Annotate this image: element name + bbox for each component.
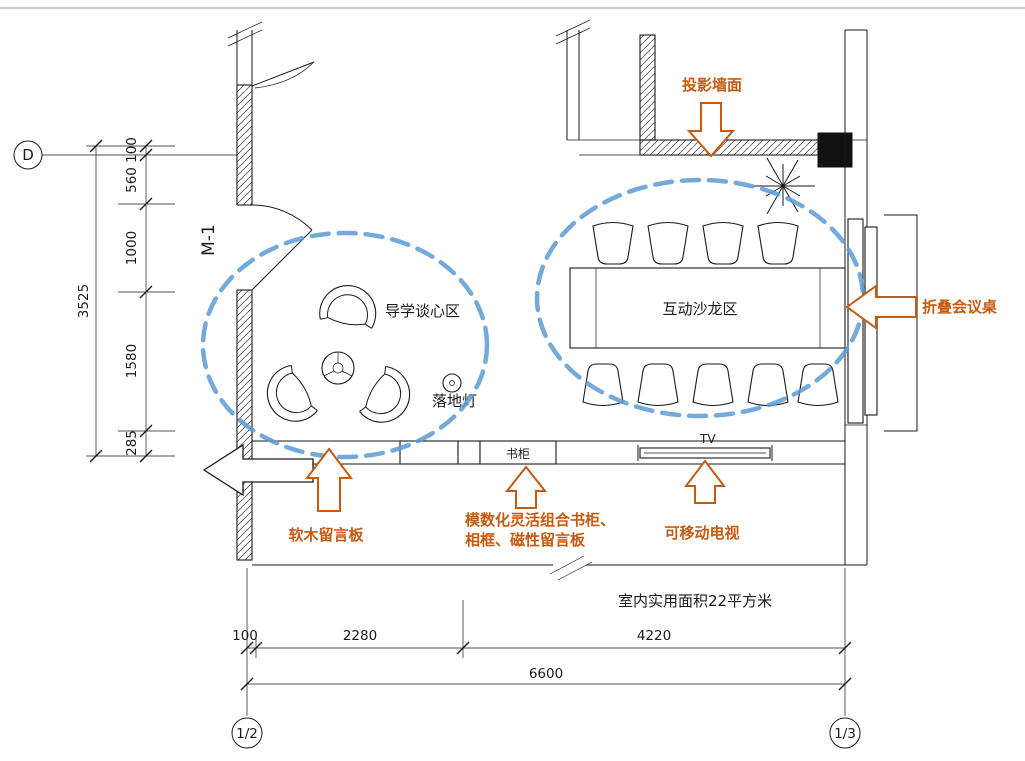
- annotation-projection-wall: 投影墙面: [682, 76, 742, 94]
- dim-bottom-seg-1: 2280: [343, 628, 377, 644]
- chair: [702, 221, 744, 265]
- tv-label: TV: [699, 432, 716, 446]
- cabinet-box: [457, 440, 481, 465]
- left-arrow-icon: [845, 284, 917, 330]
- dim-left-seg-4: 285: [124, 430, 140, 456]
- bookcase: [479, 440, 557, 465]
- grid-bubble-right-label: 1/3: [834, 726, 856, 742]
- bookcase-label: 书柜: [506, 447, 530, 461]
- grid-d-label: D: [22, 146, 34, 164]
- dimension-left: 100 560 1000 1580 285 3525: [76, 137, 175, 463]
- round-side-table: [321, 351, 355, 385]
- chair: [647, 221, 689, 265]
- annotation-modular-line2: 相框、磁性留言板: [465, 531, 586, 549]
- grid-bubble-left-label: 1/2: [236, 726, 258, 742]
- floor-lamp: 落地灯: [432, 373, 477, 410]
- chair: [757, 221, 799, 265]
- lounge-chair: [256, 363, 319, 432]
- zone-right-label: 互动沙龙区: [662, 300, 737, 318]
- zone-left-label: 导学谈心区: [385, 302, 460, 320]
- zone-ellipse-left: [200, 230, 490, 460]
- dim-left-seg-3: 1580: [124, 344, 140, 378]
- cabinet-band: 书柜 TV: [252, 432, 845, 465]
- dim-left-seg-1: 560: [124, 167, 140, 193]
- chair: [637, 363, 679, 407]
- dim-left-seg-2: 1000: [124, 231, 140, 265]
- up-arrow-icon: [504, 465, 548, 509]
- area-note: 室内实用面积22平方米: [618, 592, 772, 610]
- plant-icon: [753, 157, 815, 215]
- grid-bubble-left: 1/2: [231, 717, 263, 749]
- dim-bottom-seg-0: 100: [232, 628, 258, 644]
- grid-line-d: D: [13, 140, 237, 170]
- lounge-chair: [317, 280, 381, 330]
- projection-wall: [639, 139, 819, 156]
- dimension-bottom: 100 2280 4220 6600 1/2 1/3: [231, 568, 861, 749]
- up-arrow-icon: [304, 447, 354, 512]
- dim-bottom-total: 6600: [529, 666, 563, 682]
- annotation-cork-board: 软木留言板: [288, 526, 364, 544]
- grid-bubble-right: 1/3: [829, 717, 861, 749]
- up-arrow-icon: [683, 459, 727, 504]
- annotation-modular-line1: 模数化灵活组合书柜、: [465, 511, 615, 529]
- door-m1: M-1: [199, 204, 313, 291]
- dim-bottom-seg-2: 4220: [637, 628, 671, 644]
- annotation-folding-table: 折叠会议桌: [922, 298, 998, 316]
- door-label: M-1: [199, 224, 219, 256]
- chair: [692, 363, 734, 407]
- tv-stand: TV: [637, 432, 773, 461]
- chair: [797, 363, 839, 407]
- conference-table: [569, 267, 846, 349]
- conference-table-group: 互动沙龙区: [569, 221, 846, 407]
- dim-left-total: 3525: [76, 284, 92, 318]
- chair: [592, 221, 634, 265]
- lounge-group: 导学谈心区 落地灯: [256, 280, 477, 433]
- annotation-movable-tv: 可移动电视: [664, 524, 739, 542]
- annotations: 投影墙面 折叠会议桌 软木留言板 模数化灵活组合书柜、 相框、磁性留言板 可移动…: [288, 76, 998, 549]
- dim-left-seg-0: 100: [124, 137, 140, 163]
- column: [817, 132, 853, 168]
- lounge-chair: [358, 364, 421, 433]
- down-arrow-icon: [686, 102, 736, 158]
